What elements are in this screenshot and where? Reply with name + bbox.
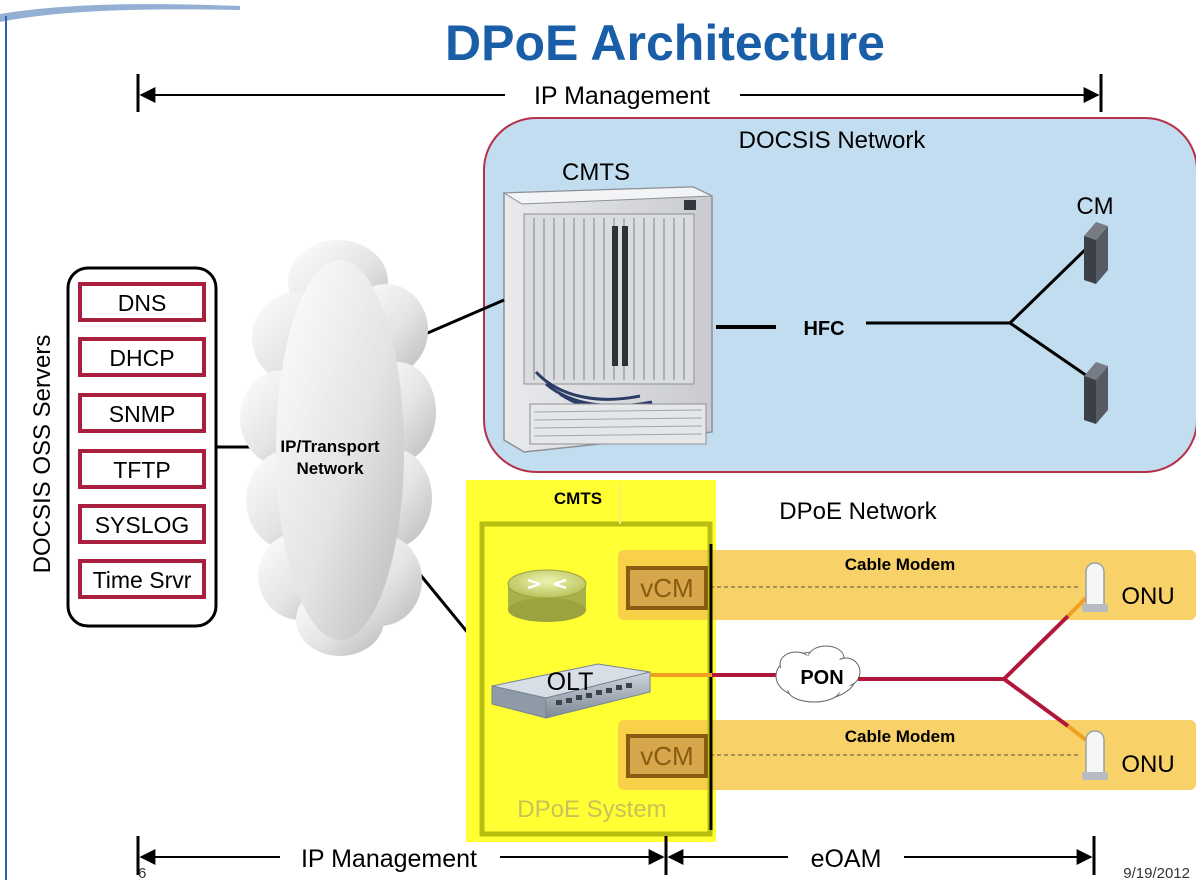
olt-device-image [491,663,651,719]
cm-device-upper-image [1084,222,1108,284]
bottom-spans: IP Management eOAM [136,836,1096,875]
dpoe-system-label: DPoE System [517,796,666,823]
onu-label-lower: ONU [1121,751,1174,778]
onu-device-upper-image [1082,562,1108,612]
vcm-label-lower: vCM [640,741,693,771]
server-time-label: Time Srvr [93,567,192,593]
onu-device-lower-image [1082,730,1108,780]
oss-servers-vertical-label: DOCSIS OSS Servers [29,335,56,574]
bottom-ip-management-label: IP Management [301,845,477,873]
server-box-syslog [78,504,206,544]
server-box-snmp [78,393,206,433]
server-box-time [78,559,206,599]
vcm-label-upper: vCM [640,573,693,603]
cmts-label: CMTS [562,159,630,186]
cable-modem-label-upper: Cable Modem [845,555,956,574]
pon-cloud [775,645,861,703]
cloud-label-line1: IP/Transport [280,437,380,456]
pon-branch-upper-orange [1066,596,1088,618]
cable-modem-label-lower: Cable Modem [845,727,956,746]
dpoe-network-label: DPoE Network [779,498,937,525]
page-number: 6 [138,865,146,880]
cable-modem-band-upper [618,550,1196,620]
pon-label: PON [800,667,843,689]
server-dhcp-label: DHCP [109,345,174,371]
vcm-box-upper [626,566,708,610]
ip-transport-cloud [240,240,436,656]
cm-device-lower-image [1084,362,1108,424]
olt-label: OLT [547,668,594,696]
header-swoosh [0,4,240,23]
cloud-to-cmts-line [422,298,505,337]
bottom-eoam-label: eOAM [811,845,882,873]
router-icon [507,569,587,622]
server-snmp-label: SNMP [109,401,175,427]
server-box-tftp [78,449,206,489]
cm-label: CM [1076,193,1113,220]
hfc-branch-upper [1008,243,1092,325]
pon-branch-upper [1002,614,1070,681]
onu-label-upper: ONU [1121,583,1174,610]
hfc-label: HFC [803,318,844,340]
page-title: DPoE Architecture [445,15,885,71]
oss-server-boxes: DNS DHCP SNMP TFTP SYSLOG Time Srvr [78,282,206,599]
top-ip-management-span: IP Management [136,74,1103,112]
docsis-network-label: DOCSIS Network [739,127,927,154]
top-ip-management-label: IP Management [534,82,710,110]
slide-date: 9/19/2012 [1123,865,1190,880]
hfc-branch-lower [1009,321,1091,380]
vcm-box-lower [626,734,708,778]
cloud-label-line2: Network [296,459,364,478]
server-syslog-label: SYSLOG [95,512,190,538]
pon-branch-lower [1002,677,1070,728]
dpoe-cmts-label: CMTS [554,489,602,508]
server-dns-label: DNS [118,290,167,316]
cmts-chassis-image [502,186,713,453]
pon-branch-lower-orange [1066,724,1088,742]
server-box-dns [78,282,206,322]
server-tftp-label: TFTP [113,457,171,483]
server-box-dhcp [78,337,206,377]
